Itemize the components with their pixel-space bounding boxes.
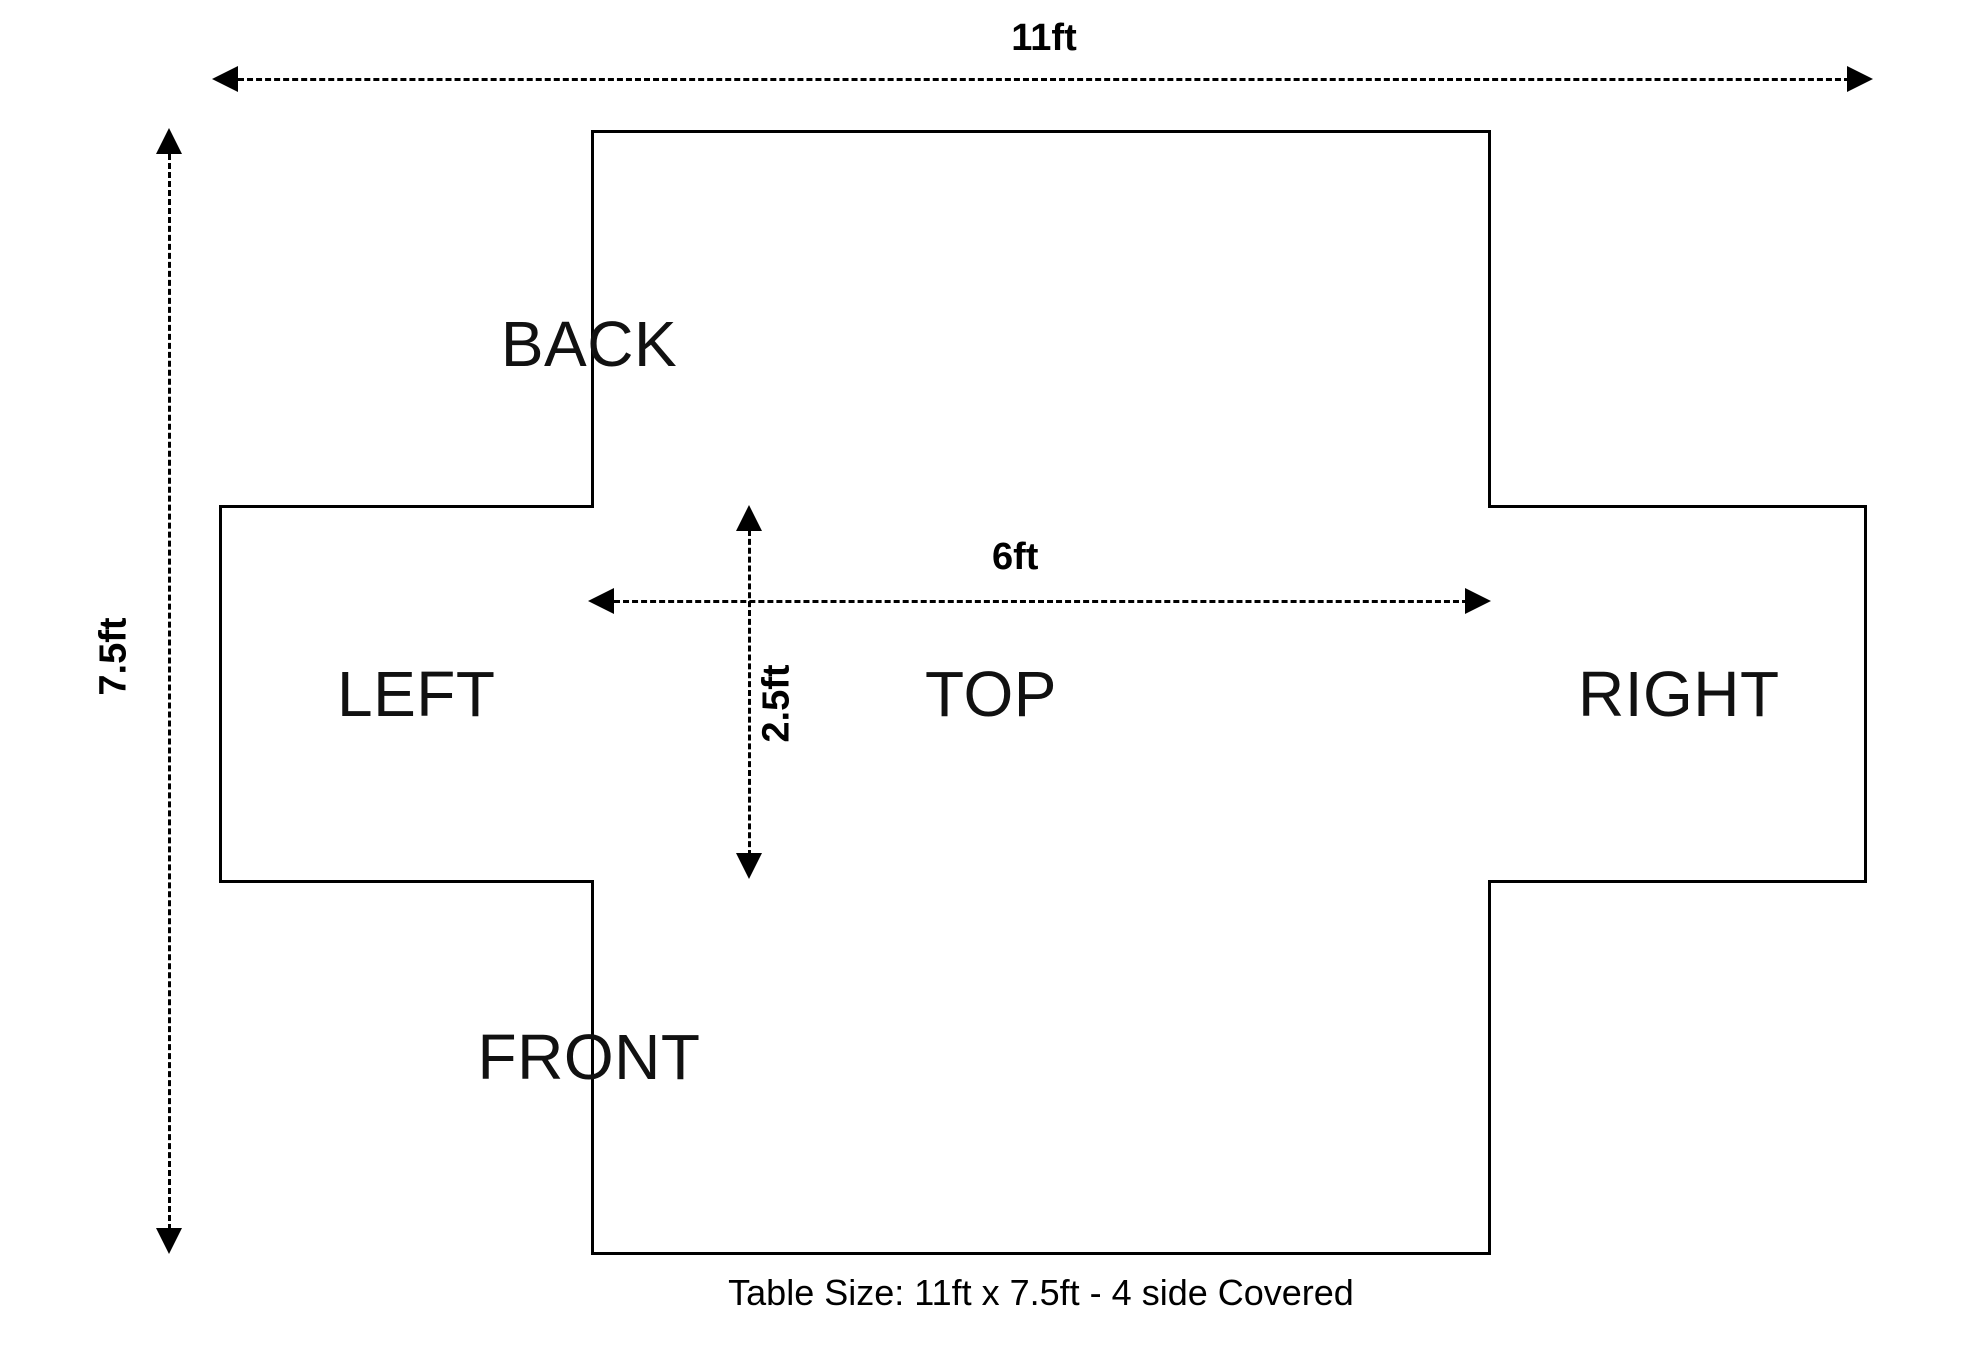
panel-label-front: FRONT [477,1021,701,1093]
dimension-line-overall-height [168,154,171,1230]
dimension-line-top-width [614,600,1468,603]
arrow-down-icon [736,853,762,879]
border-mask-bottom [594,877,1488,885]
dimension-line-overall-width [238,78,1850,81]
arrow-up-icon [156,128,182,154]
dimension-label-top-width: 6ft [992,536,1039,578]
diagram-caption: Table Size: 11ft x 7.5ft - 4 side Covere… [728,1272,1354,1313]
arrow-left-icon [212,66,238,92]
dimension-line-top-depth [748,530,751,856]
dimension-label-overall-height: 7.5ft [92,617,135,696]
arrow-left-icon [588,588,614,614]
arrow-right-icon [1465,588,1491,614]
panel-label-left: LEFT [337,658,496,730]
panel-label-right: RIGHT [1578,658,1780,730]
border-mask-top [594,502,1488,510]
arrow-right-icon [1847,66,1873,92]
arrow-down-icon [156,1228,182,1254]
dimension-label-overall-width: 11ft [1011,17,1077,59]
arrow-up-icon [736,505,762,531]
panel-label-top: TOP [925,658,1057,730]
panel-label-back: BACK [500,308,678,380]
dimension-label-top-depth: 2.5ft [755,664,798,743]
